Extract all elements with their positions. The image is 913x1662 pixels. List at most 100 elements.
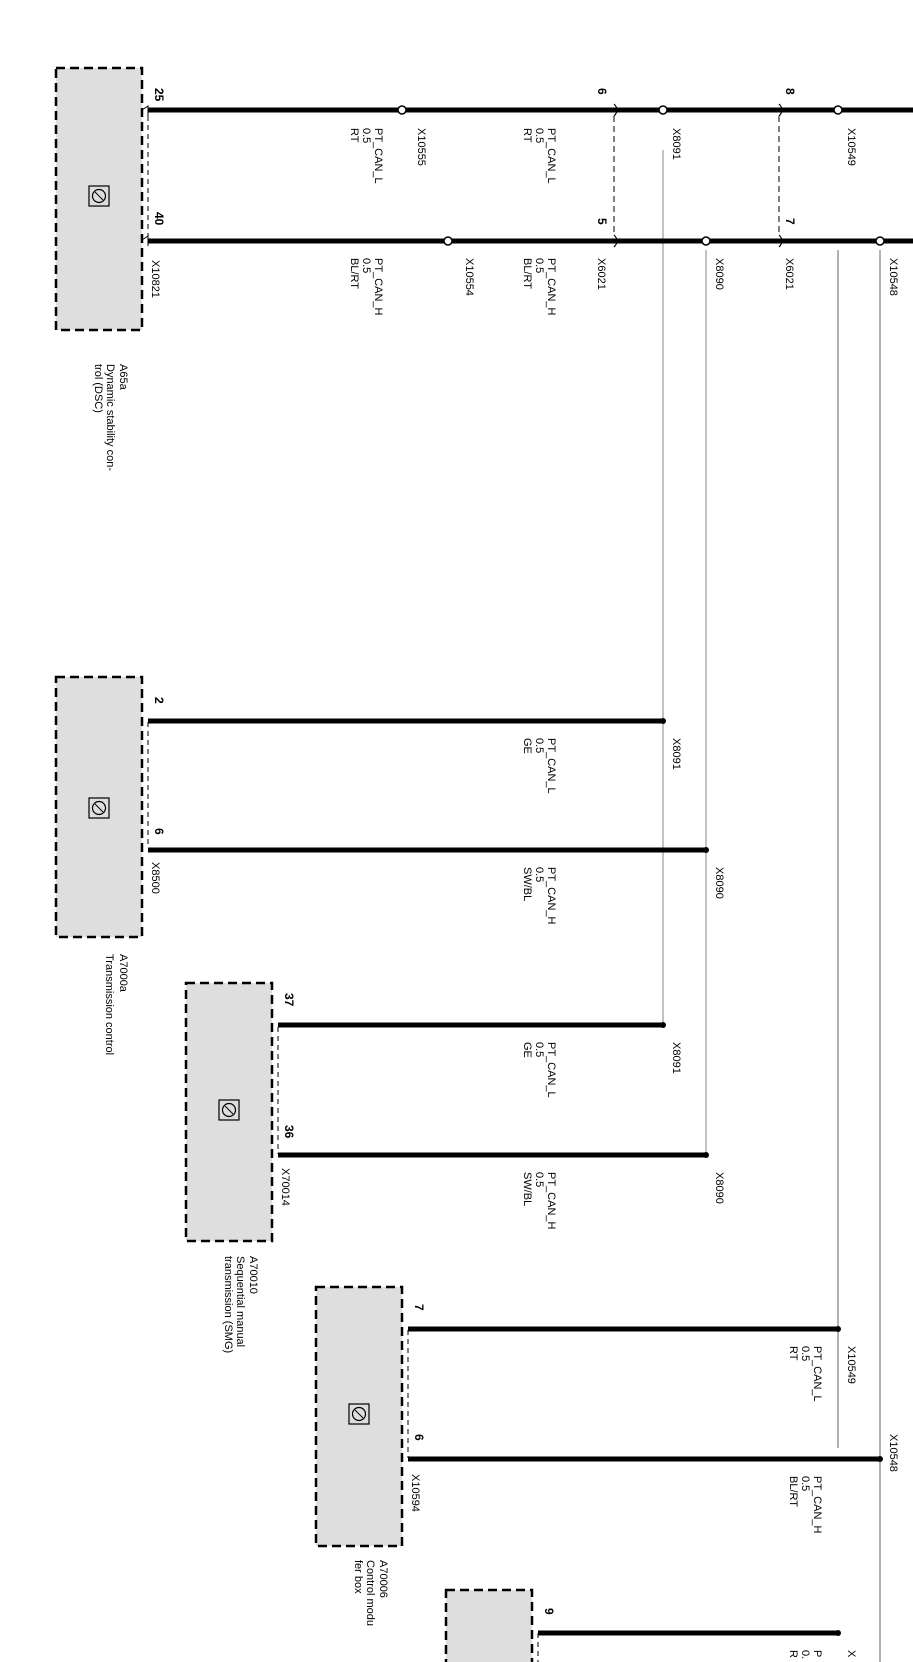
splice-dot bbox=[701, 236, 711, 246]
wire-label: PT_CAN_L bbox=[545, 1042, 557, 1098]
module-id: A65a bbox=[117, 364, 129, 391]
pin-label: 6 bbox=[152, 828, 166, 835]
wire-label: PT_CAN_L bbox=[545, 128, 557, 184]
splice-dot bbox=[660, 718, 666, 724]
connector-label: X8091 bbox=[670, 738, 682, 770]
transistor-bus-icon bbox=[348, 1403, 370, 1425]
wire-label: SW/BL bbox=[521, 1172, 533, 1206]
wire-label: PT_CAN_L bbox=[545, 738, 557, 794]
module-a65a[interactable] bbox=[54, 66, 149, 332]
connector-label: X bbox=[845, 1650, 857, 1658]
wire-label: PT_CAN_H bbox=[545, 867, 557, 925]
connector-label: X6021 bbox=[595, 258, 607, 290]
wire-label: BL/RT bbox=[787, 1476, 799, 1507]
module-name-line: Control modu bbox=[364, 1560, 376, 1626]
module-name-line: Transmission control bbox=[103, 954, 115, 1055]
connector-label: X70014 bbox=[279, 1168, 291, 1206]
pin-label: 40 bbox=[152, 212, 166, 226]
connector-label: X10554 bbox=[463, 258, 475, 296]
splice-pin: 8 bbox=[783, 88, 797, 95]
module-name-line: transmission (SMG) bbox=[222, 1256, 234, 1353]
wire-label: PT_CAN_H bbox=[545, 258, 557, 316]
splice-dot bbox=[397, 105, 407, 115]
module-a70006[interactable] bbox=[314, 1285, 409, 1548]
splice-dot bbox=[658, 105, 668, 115]
wire-label: 0.5 bbox=[533, 258, 545, 273]
connector-label: X6021 bbox=[783, 258, 795, 290]
wire-label: GE bbox=[521, 738, 533, 754]
wire-label: BL/RT bbox=[521, 258, 533, 289]
connector-label: X10594 bbox=[409, 1474, 421, 1512]
x6021-bracket-b bbox=[778, 103, 783, 248]
connector-label: X8091 bbox=[670, 1042, 682, 1074]
pin-label: 7 bbox=[412, 1304, 426, 1311]
pin-label: 36 bbox=[282, 1125, 296, 1139]
splice-pin: 7 bbox=[783, 218, 797, 225]
wire-label: 0.5 bbox=[533, 1042, 545, 1057]
wire-label: PT_CAN_L bbox=[372, 128, 384, 184]
wire-label: 0.5 bbox=[799, 1476, 811, 1491]
splice-dot bbox=[660, 1022, 666, 1028]
wire-label: GE bbox=[521, 1042, 533, 1058]
pin-label: 37 bbox=[282, 993, 296, 1007]
wire-label: BL/RT bbox=[348, 258, 360, 289]
transistor-bus-icon bbox=[88, 185, 110, 207]
splice-dot bbox=[703, 1152, 709, 1158]
wire-label: RT bbox=[521, 128, 533, 143]
connector-label: X10555 bbox=[415, 128, 427, 166]
wire-label: P bbox=[811, 1650, 823, 1657]
transistor-bus-icon bbox=[218, 1099, 240, 1121]
module-id: A7000a bbox=[117, 954, 129, 993]
connector-label: X10548 bbox=[887, 258, 899, 296]
wire-label: 0.5 bbox=[533, 738, 545, 753]
wire-label: 0.5 bbox=[360, 128, 372, 143]
connector-label: X10548 bbox=[887, 1434, 899, 1472]
splice-dot bbox=[703, 847, 709, 853]
wire-label: PT_CAN_H bbox=[811, 1476, 823, 1534]
wire-label: PT_CAN_L bbox=[811, 1346, 823, 1402]
connector-label: X10821 bbox=[149, 260, 161, 298]
pin-label: 9 bbox=[542, 1608, 556, 1615]
wire-label: RT bbox=[348, 128, 360, 143]
splice-pin: 6 bbox=[595, 88, 609, 95]
splice-dot bbox=[833, 105, 843, 115]
wire-label: 0.5 bbox=[533, 867, 545, 882]
splice-dot bbox=[443, 236, 453, 246]
x6021-bracket-a bbox=[613, 103, 618, 248]
wire-label: 0.5 bbox=[360, 258, 372, 273]
module-name-line: fer box bbox=[352, 1560, 364, 1594]
wire-label: 0.5 bbox=[533, 128, 545, 143]
module-a70010[interactable] bbox=[184, 981, 279, 1243]
module-partial[interactable] bbox=[444, 1588, 539, 1662]
pin-label: 2 bbox=[152, 697, 166, 704]
connector-label: X10549 bbox=[845, 1346, 857, 1384]
module-name-line: Sequential manual bbox=[234, 1256, 246, 1347]
splice-dot bbox=[875, 236, 885, 246]
wire-label: 0. bbox=[799, 1650, 811, 1659]
splice-dot bbox=[877, 1456, 883, 1462]
wire-label: PT_CAN_H bbox=[372, 258, 384, 316]
connector-label: X8090 bbox=[713, 258, 725, 290]
splice-pin: 5 bbox=[595, 218, 609, 225]
wire-label: RT bbox=[787, 1346, 799, 1361]
connector-label: X8090 bbox=[713, 1172, 725, 1204]
pin-label: 25 bbox=[152, 88, 166, 102]
splice-dot bbox=[835, 1326, 841, 1332]
module-name-line: Dynamic stability con- bbox=[104, 364, 116, 471]
module-a7000a[interactable] bbox=[54, 675, 149, 939]
connector-label: X8090 bbox=[713, 867, 725, 899]
wire-label: 0.5 bbox=[799, 1346, 811, 1361]
module-id: A70006 bbox=[377, 1560, 389, 1598]
module-id: A70010 bbox=[247, 1256, 259, 1294]
connector-label: X10549 bbox=[845, 128, 857, 166]
wire-label: PT_CAN_H bbox=[545, 1172, 557, 1230]
connector-label: X8500 bbox=[149, 862, 161, 894]
pin-label: 6 bbox=[412, 1434, 426, 1441]
module-name-line: trol (DSC) bbox=[92, 364, 104, 413]
wire-label: SW/BL bbox=[521, 867, 533, 901]
wire-label: 0.5 bbox=[533, 1172, 545, 1187]
transistor-bus-icon bbox=[88, 797, 110, 819]
wire-label: R bbox=[787, 1650, 799, 1658]
splice-dot bbox=[835, 1630, 841, 1636]
